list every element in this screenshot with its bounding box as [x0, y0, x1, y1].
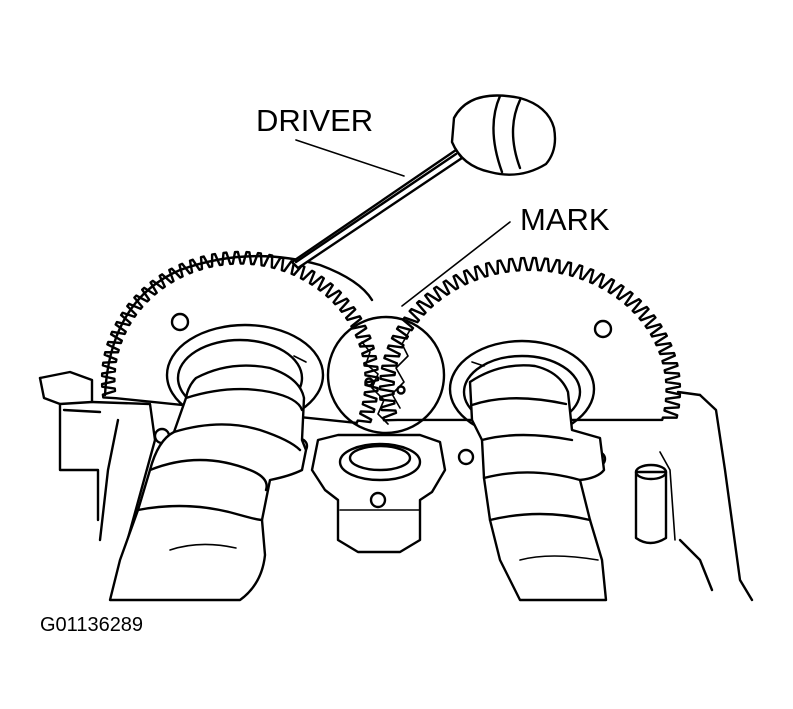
- mark-label: MARK: [520, 202, 610, 237]
- stud-bolt: [634, 463, 668, 545]
- left-camshaft-gear: [100, 250, 380, 455]
- figure-code: G01136289: [40, 614, 143, 636]
- mark-leader-line: [401, 221, 511, 307]
- driver-leader-line: [295, 139, 405, 177]
- screwdriver: [290, 94, 557, 270]
- left-gear-teeth: [100, 250, 380, 425]
- cylinder-head: [38, 370, 754, 602]
- right-camshaft: [468, 364, 608, 602]
- driver-label: DRIVER: [256, 103, 373, 138]
- right-gear-teeth: [378, 256, 682, 422]
- bearing-cap: [310, 433, 447, 554]
- left-camshaft: [108, 364, 308, 602]
- mark-detail-circle: [326, 315, 446, 435]
